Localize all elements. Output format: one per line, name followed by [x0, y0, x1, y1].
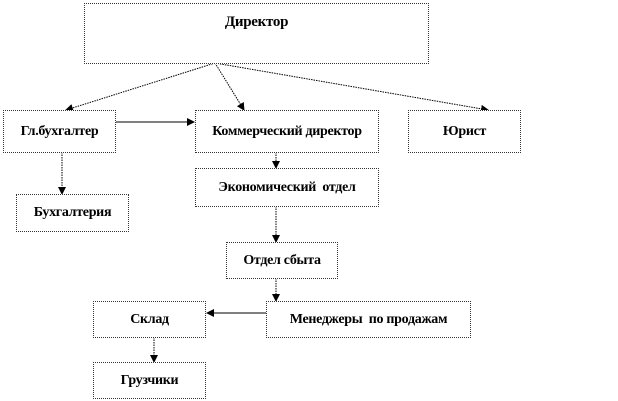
arrow-director-to-commercial-director: [214, 62, 245, 111]
node-sales-managers: Менеджеры по продажам: [266, 301, 471, 338]
node-warehouse: Склад: [93, 301, 206, 338]
node-label: Менеджеры по продажам: [289, 311, 448, 327]
node-label: Юрист: [442, 123, 487, 139]
node-label: Гл.бухгалтер: [20, 123, 99, 139]
node-label: Коммерческий директор: [212, 123, 362, 139]
arrow-director-to-chief-accountant: [65, 62, 216, 112]
node-economic-dept: Экономический отдел: [195, 168, 379, 207]
node-label: Директор: [224, 14, 289, 30]
node-label: Экономический отдел: [218, 179, 356, 195]
node-director: Директор: [84, 3, 429, 64]
node-label: Отдел сбыта: [243, 252, 321, 268]
node-chief-accountant: Гл.бухгалтер: [3, 110, 116, 153]
arrow-director-to-lawyer: [214, 62, 489, 113]
node-label: Бухгалтерия: [33, 205, 112, 220]
node-lawyer: Юрист: [408, 110, 521, 153]
node-label: Грузчики: [120, 372, 179, 388]
node-sales-dept: Отдел сбыта: [226, 242, 338, 279]
node-loaders: Грузчики: [93, 362, 206, 399]
node-label: Склад: [130, 311, 169, 327]
node-commercial-director: Коммерческий директор: [195, 110, 379, 153]
node-accounting: Бухгалтерия: [16, 194, 129, 232]
